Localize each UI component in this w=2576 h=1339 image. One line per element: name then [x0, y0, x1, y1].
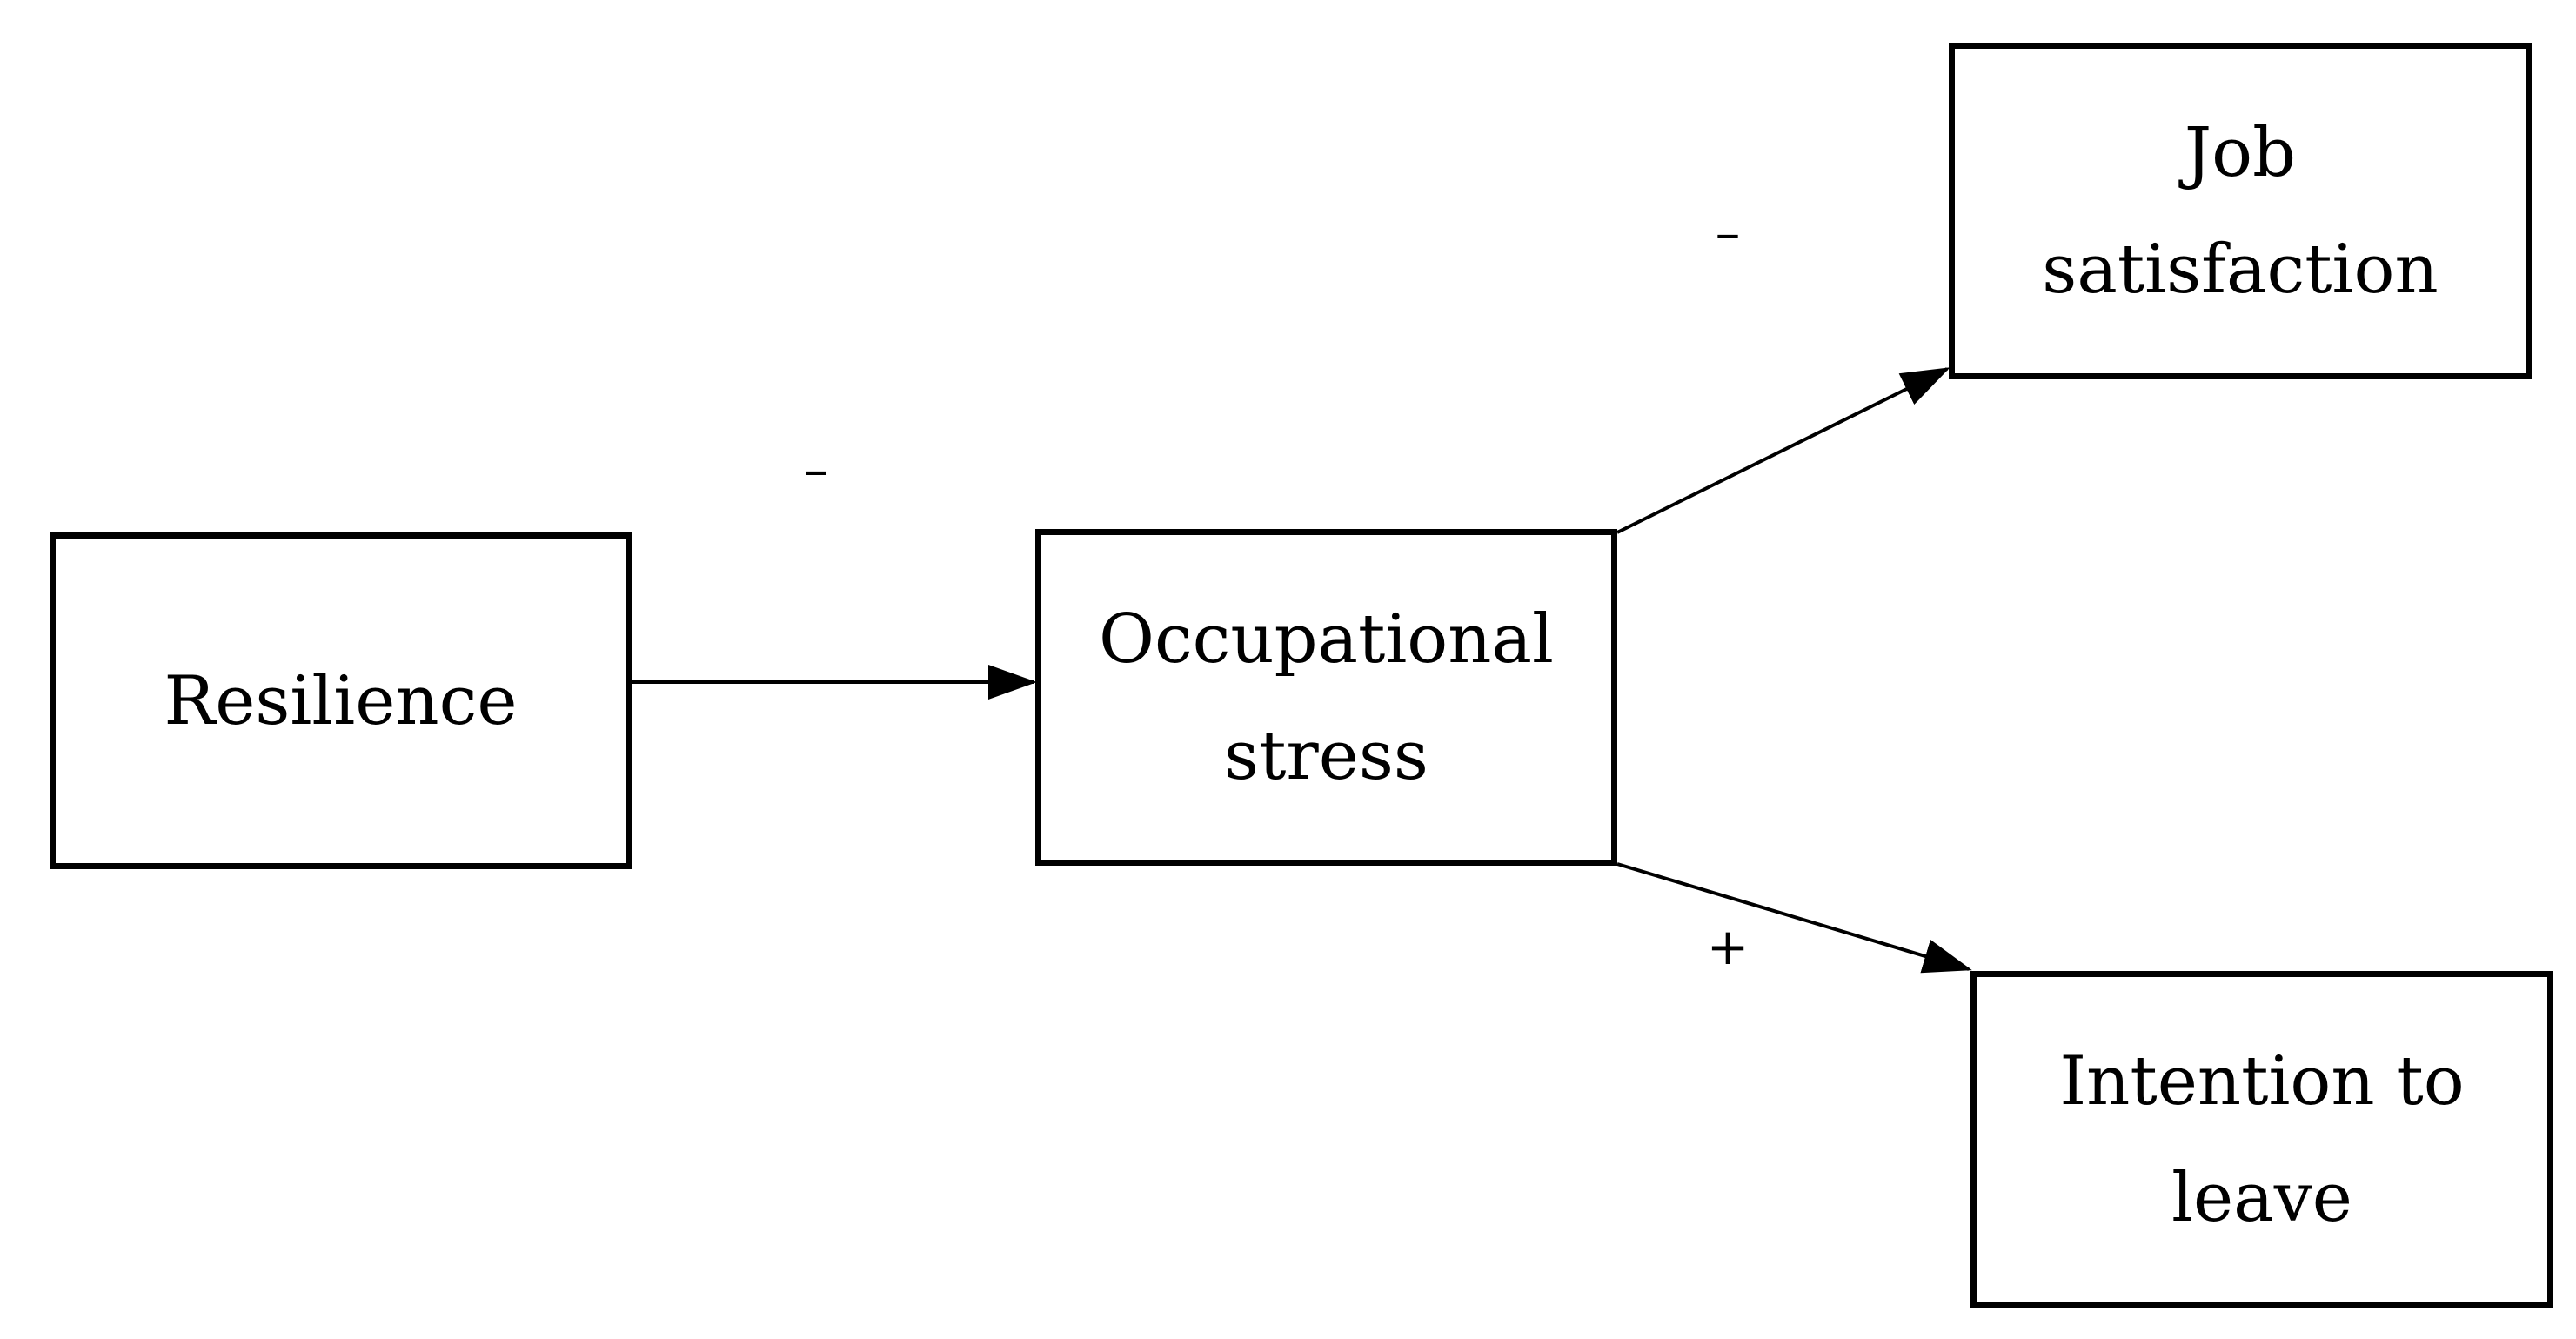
node-intention-to-leave-label-line1: Intention to — [2059, 1041, 2465, 1121]
node-job-satisfaction-label-line2: satisfaction — [2042, 230, 2439, 309]
arrow-stress-to-job-satisfaction — [1616, 367, 1950, 534]
node-job-satisfaction: Job satisfaction — [1949, 43, 2532, 379]
node-intention-to-leave-label-line2: leave — [2171, 1158, 2352, 1237]
node-resilience-label: Resilience — [164, 661, 518, 740]
arrow-stress-to-intention-to-leave — [1616, 862, 1972, 974]
node-occupational-stress-label-line2: stress — [1224, 716, 1429, 795]
node-resilience: Resilience — [50, 532, 632, 869]
edge-sign-resilience-to-stress: – — [803, 440, 829, 499]
node-occupational-stress-label-line1: Occupational — [1099, 599, 1554, 679]
edge-sign-stress-to-job-satisfaction: – — [1715, 204, 1741, 263]
node-job-satisfaction-label-line1: Job — [2184, 113, 2297, 192]
node-occupational-stress: Occupational stress — [1035, 529, 1617, 866]
node-intention-to-leave: Intention to leave — [1970, 971, 2553, 1308]
edge-sign-stress-to-intention-to-leave: + — [1706, 917, 1750, 976]
